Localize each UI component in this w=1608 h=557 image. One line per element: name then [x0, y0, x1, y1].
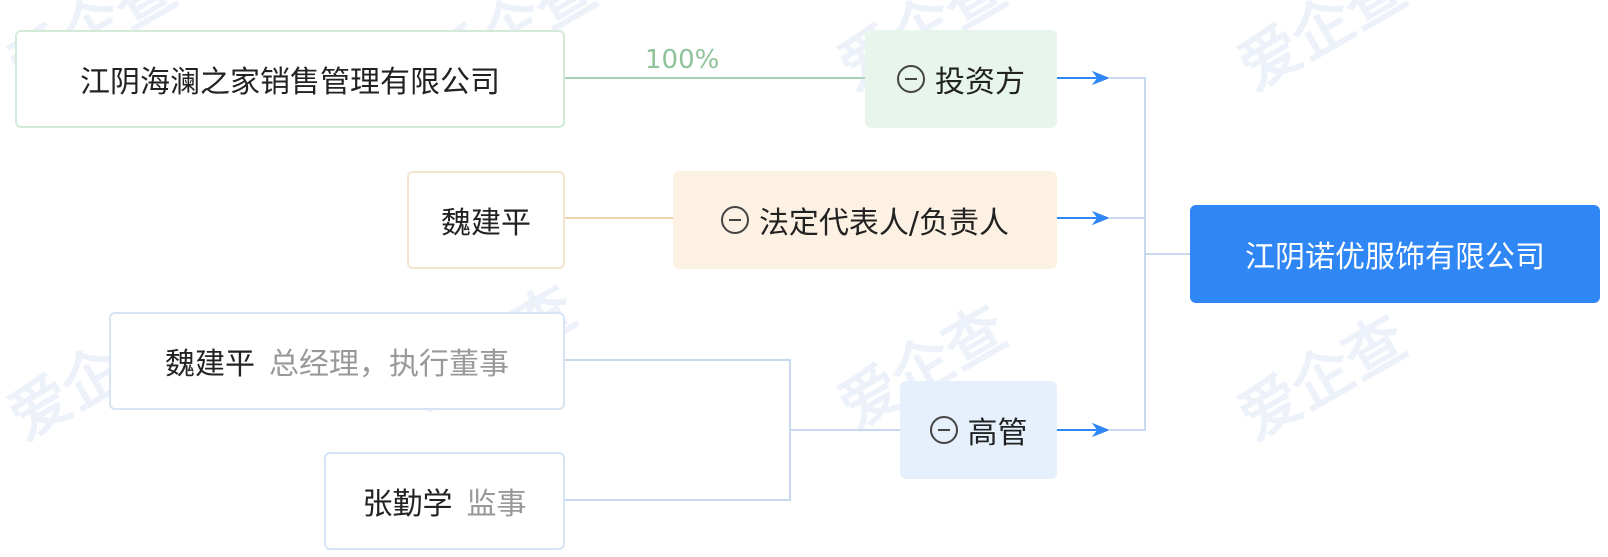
investor-category[interactable]: 投资方 — [865, 30, 1057, 128]
investor-node[interactable]: 江阴海澜之家销售管理有限公司 — [15, 30, 565, 128]
executive-node[interactable]: 魏建平 总经理，执行董事 — [109, 312, 565, 410]
investor-name: 江阴海澜之家销售管理有限公司 — [80, 65, 500, 100]
target-company-node[interactable]: 江阴诺优服饰有限公司 — [1190, 205, 1600, 303]
investor-category-label: 投资方 — [935, 65, 1025, 100]
collapse-icon[interactable] — [929, 416, 958, 444]
executive-role: 监事 — [466, 487, 527, 522]
collapse-icon[interactable] — [720, 206, 749, 234]
executives-category[interactable]: 高管 — [900, 381, 1057, 479]
legal-rep-node[interactable]: 魏建平 — [407, 171, 565, 269]
legal-rep-category[interactable]: 法定代表人/负责人 — [673, 171, 1057, 269]
executive-role: 总经理，执行董事 — [269, 347, 509, 382]
legal-rep-name: 魏建平 — [441, 206, 531, 241]
executive-name: 张勤学 — [362, 487, 453, 522]
share-percentage: 100% — [645, 45, 720, 75]
executive-name: 魏建平 — [165, 347, 255, 382]
legal-rep-category-label: 法定代表人/负责人 — [758, 206, 1010, 241]
executives-category-label: 高管 — [967, 416, 1028, 451]
executive-node[interactable]: 张勤学 监事 — [324, 452, 565, 550]
collapse-icon[interactable] — [897, 65, 925, 93]
target-company-name: 江阴诺优服饰有限公司 — [1245, 240, 1545, 275]
